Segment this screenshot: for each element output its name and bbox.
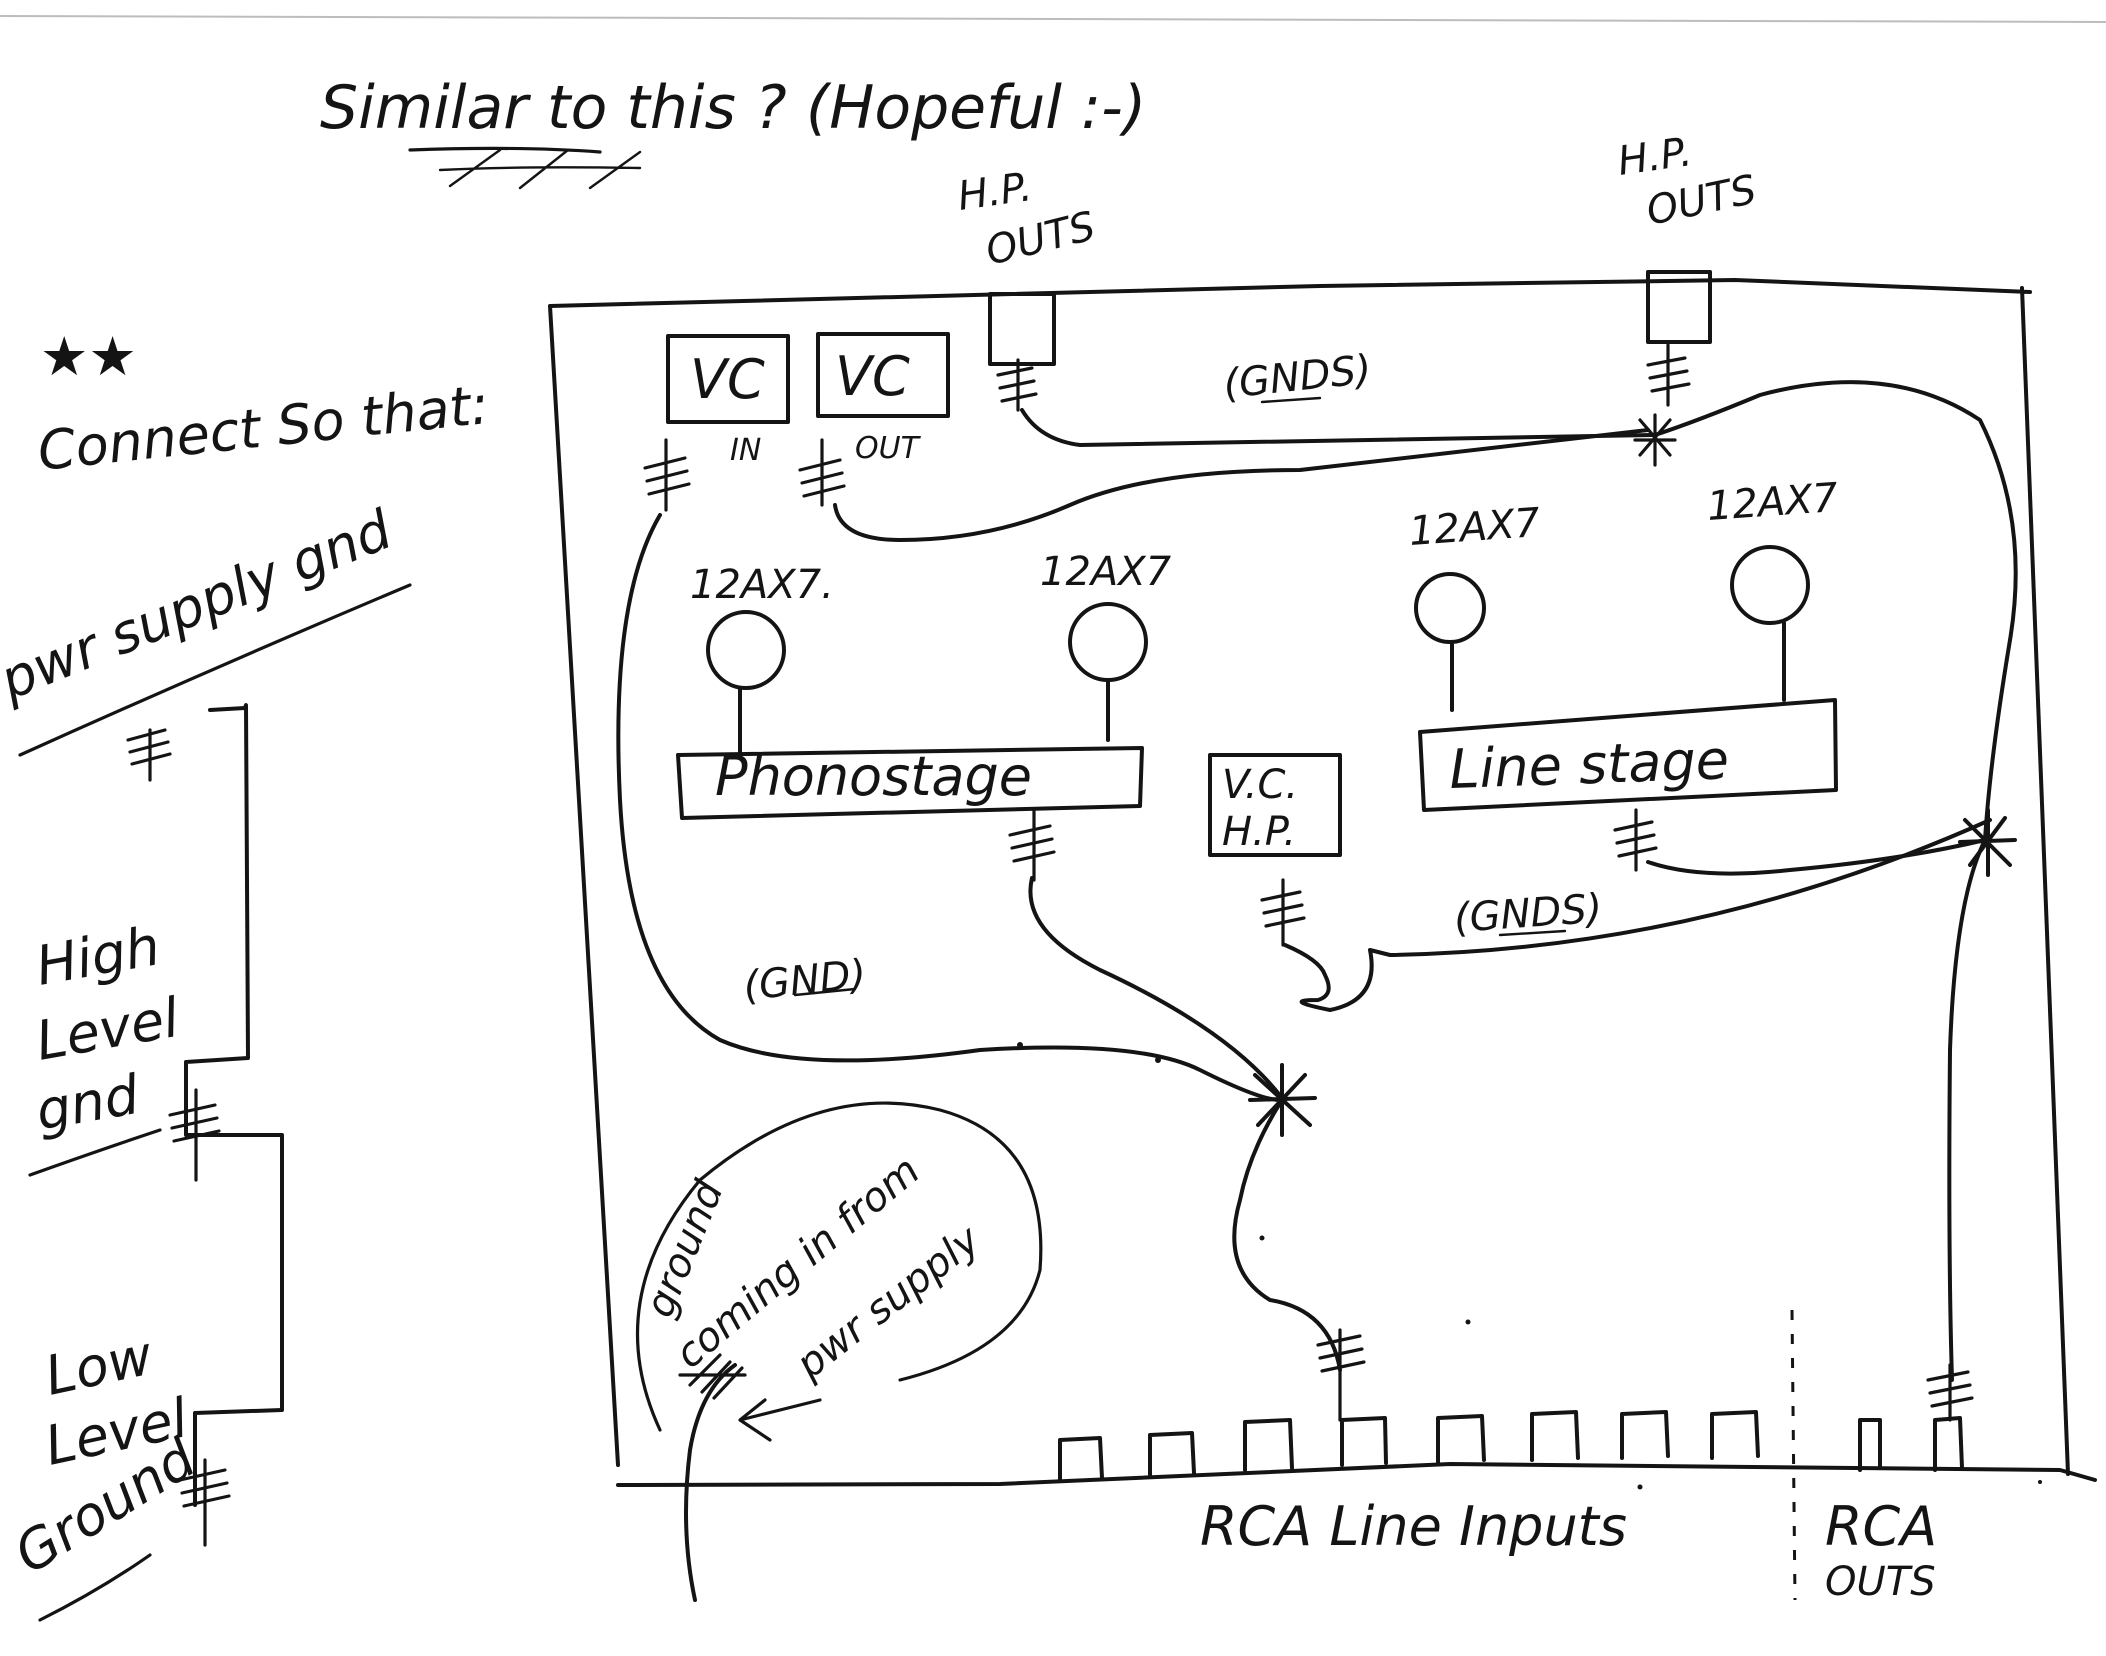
svg-text:12AX7: 12AX7	[1705, 475, 1840, 530]
ground-incoming-note: ground coming in from pwr supply	[637, 1148, 990, 1389]
phonostage-label: Phonostage	[715, 745, 1032, 808]
hp-outs-left-label: H.P. OUTS	[955, 164, 1100, 275]
rca-inputs-ground-symbol	[1316, 1328, 1366, 1422]
tube-phono-left: 12AX7.	[690, 562, 834, 757]
tube-line-right: 12AX7	[1705, 475, 1840, 702]
vc-hp-box	[1208, 753, 1342, 857]
vc-hp-label: V.C. H.P.	[1222, 762, 1298, 855]
star-ground-main	[1248, 1063, 1317, 1137]
svg-text:OUTS: OUTS	[1825, 1559, 1936, 1605]
hp-jack-right-ground	[1646, 343, 1691, 407]
hp-jack-left	[988, 292, 1056, 366]
svg-text:H.P.: H.P.	[955, 164, 1035, 220]
phonostage-ground	[1008, 808, 1056, 882]
left-ground-symbol-mid	[168, 1088, 221, 1182]
high-level-gnd-label: High Level gnd	[28, 914, 184, 1177]
svg-text:High: High	[31, 914, 164, 998]
gnds-top-underline	[1260, 396, 1322, 404]
vc-out-ground-wire	[833, 428, 1650, 542]
rca-line-inputs-label: RCA Line Inputs	[1200, 1495, 1627, 1558]
incoming-ground-symbol	[678, 1353, 747, 1400]
svg-text:gnd: gnd	[31, 1063, 144, 1143]
vc-hp-ground-wire	[1283, 818, 1992, 1012]
linestage-label: Line stage	[1448, 728, 1730, 801]
star-ground-top	[1633, 413, 1677, 467]
svg-text:12AX7: 12AX7	[1407, 500, 1542, 555]
rca-line-inputs-jacks	[1058, 1410, 1760, 1482]
double-star-mark: ★★	[40, 325, 137, 388]
ground-note-bubble	[635, 1101, 1043, 1432]
tube-line-left: 12AX7	[1407, 500, 1542, 712]
svg-text:Level: Level	[31, 986, 183, 1073]
title-underline	[408, 146, 602, 154]
pwr-supply-gnd-label: pwr supply gnd	[0, 498, 401, 713]
left-ground-symbol-top	[126, 728, 172, 782]
svg-text:RCA: RCA	[1825, 1495, 1937, 1558]
phonostage-board	[676, 746, 1144, 820]
vc-in-label: VC	[690, 348, 765, 411]
hp-outs-right-label: H.P. OUTS	[1615, 129, 1760, 235]
svg-text:H.P.: H.P.	[1222, 809, 1296, 855]
svg-text:V.C.: V.C.	[1222, 762, 1298, 808]
linestage-ground-wire	[1646, 838, 1987, 876]
left-ground-bus	[184, 703, 284, 1507]
svg-text:12AX7: 12AX7	[1040, 549, 1172, 595]
scan-specks	[1017, 1042, 2042, 1490]
vc-out-box	[816, 332, 950, 418]
phonostage-ground-wire	[1028, 876, 1284, 1100]
gnd-mid-label: (GND)	[741, 951, 868, 1010]
vc-out-ground	[798, 438, 846, 507]
inputs-outputs-divider	[1790, 1309, 1797, 1601]
svg-text:H.P.: H.P.	[1615, 129, 1695, 185]
rca-outs-jacks	[1858, 1416, 1964, 1472]
title-text: Similar to this ? (Hopeful :-)	[320, 73, 1146, 143]
gnds-bottom-underline	[1498, 929, 1567, 937]
title-scribble	[438, 148, 642, 190]
hp-jack-right	[1646, 270, 1712, 344]
low-level-ground-label: Low Level Ground	[4, 1324, 207, 1622]
connect-note-text: Connect So that:	[35, 373, 492, 483]
vc-in-ground-wire	[616, 513, 1282, 1102]
rca-outs-ground-symbol	[1926, 1363, 1974, 1422]
vc-in-ground	[643, 438, 691, 512]
pwr-supply-gnd-underline	[18, 583, 412, 757]
linestage-ground	[1613, 808, 1658, 872]
vc-out-label: VC	[835, 345, 910, 408]
svg-text:12AX7.: 12AX7.	[690, 562, 834, 608]
rca-inputs-ground-wire	[1232, 1098, 1342, 1372]
tube-phono-right: 12AX7	[1040, 549, 1172, 742]
ground-note-arrow	[738, 1398, 822, 1442]
hp-jack-left-ground	[996, 358, 1038, 412]
left-ground-symbol-bottom	[178, 1458, 231, 1547]
linestage-board	[1418, 698, 1838, 812]
rca-outs-ground-wire	[1947, 838, 1987, 1382]
chassis-outline	[548, 278, 2097, 1487]
vc-out-sub-label: OUT	[855, 431, 922, 466]
star-ground-right	[1958, 808, 2017, 877]
scan-edge	[0, 15, 2106, 23]
vc-in-box	[666, 334, 790, 424]
incoming-ground-wire	[684, 1363, 737, 1602]
vc-hp-ground	[1260, 878, 1306, 947]
vc-in-sub-label: IN	[730, 433, 761, 468]
gnd-mid-underline	[793, 987, 857, 997]
rca-outs-label: RCA OUTS	[1825, 1495, 1937, 1605]
